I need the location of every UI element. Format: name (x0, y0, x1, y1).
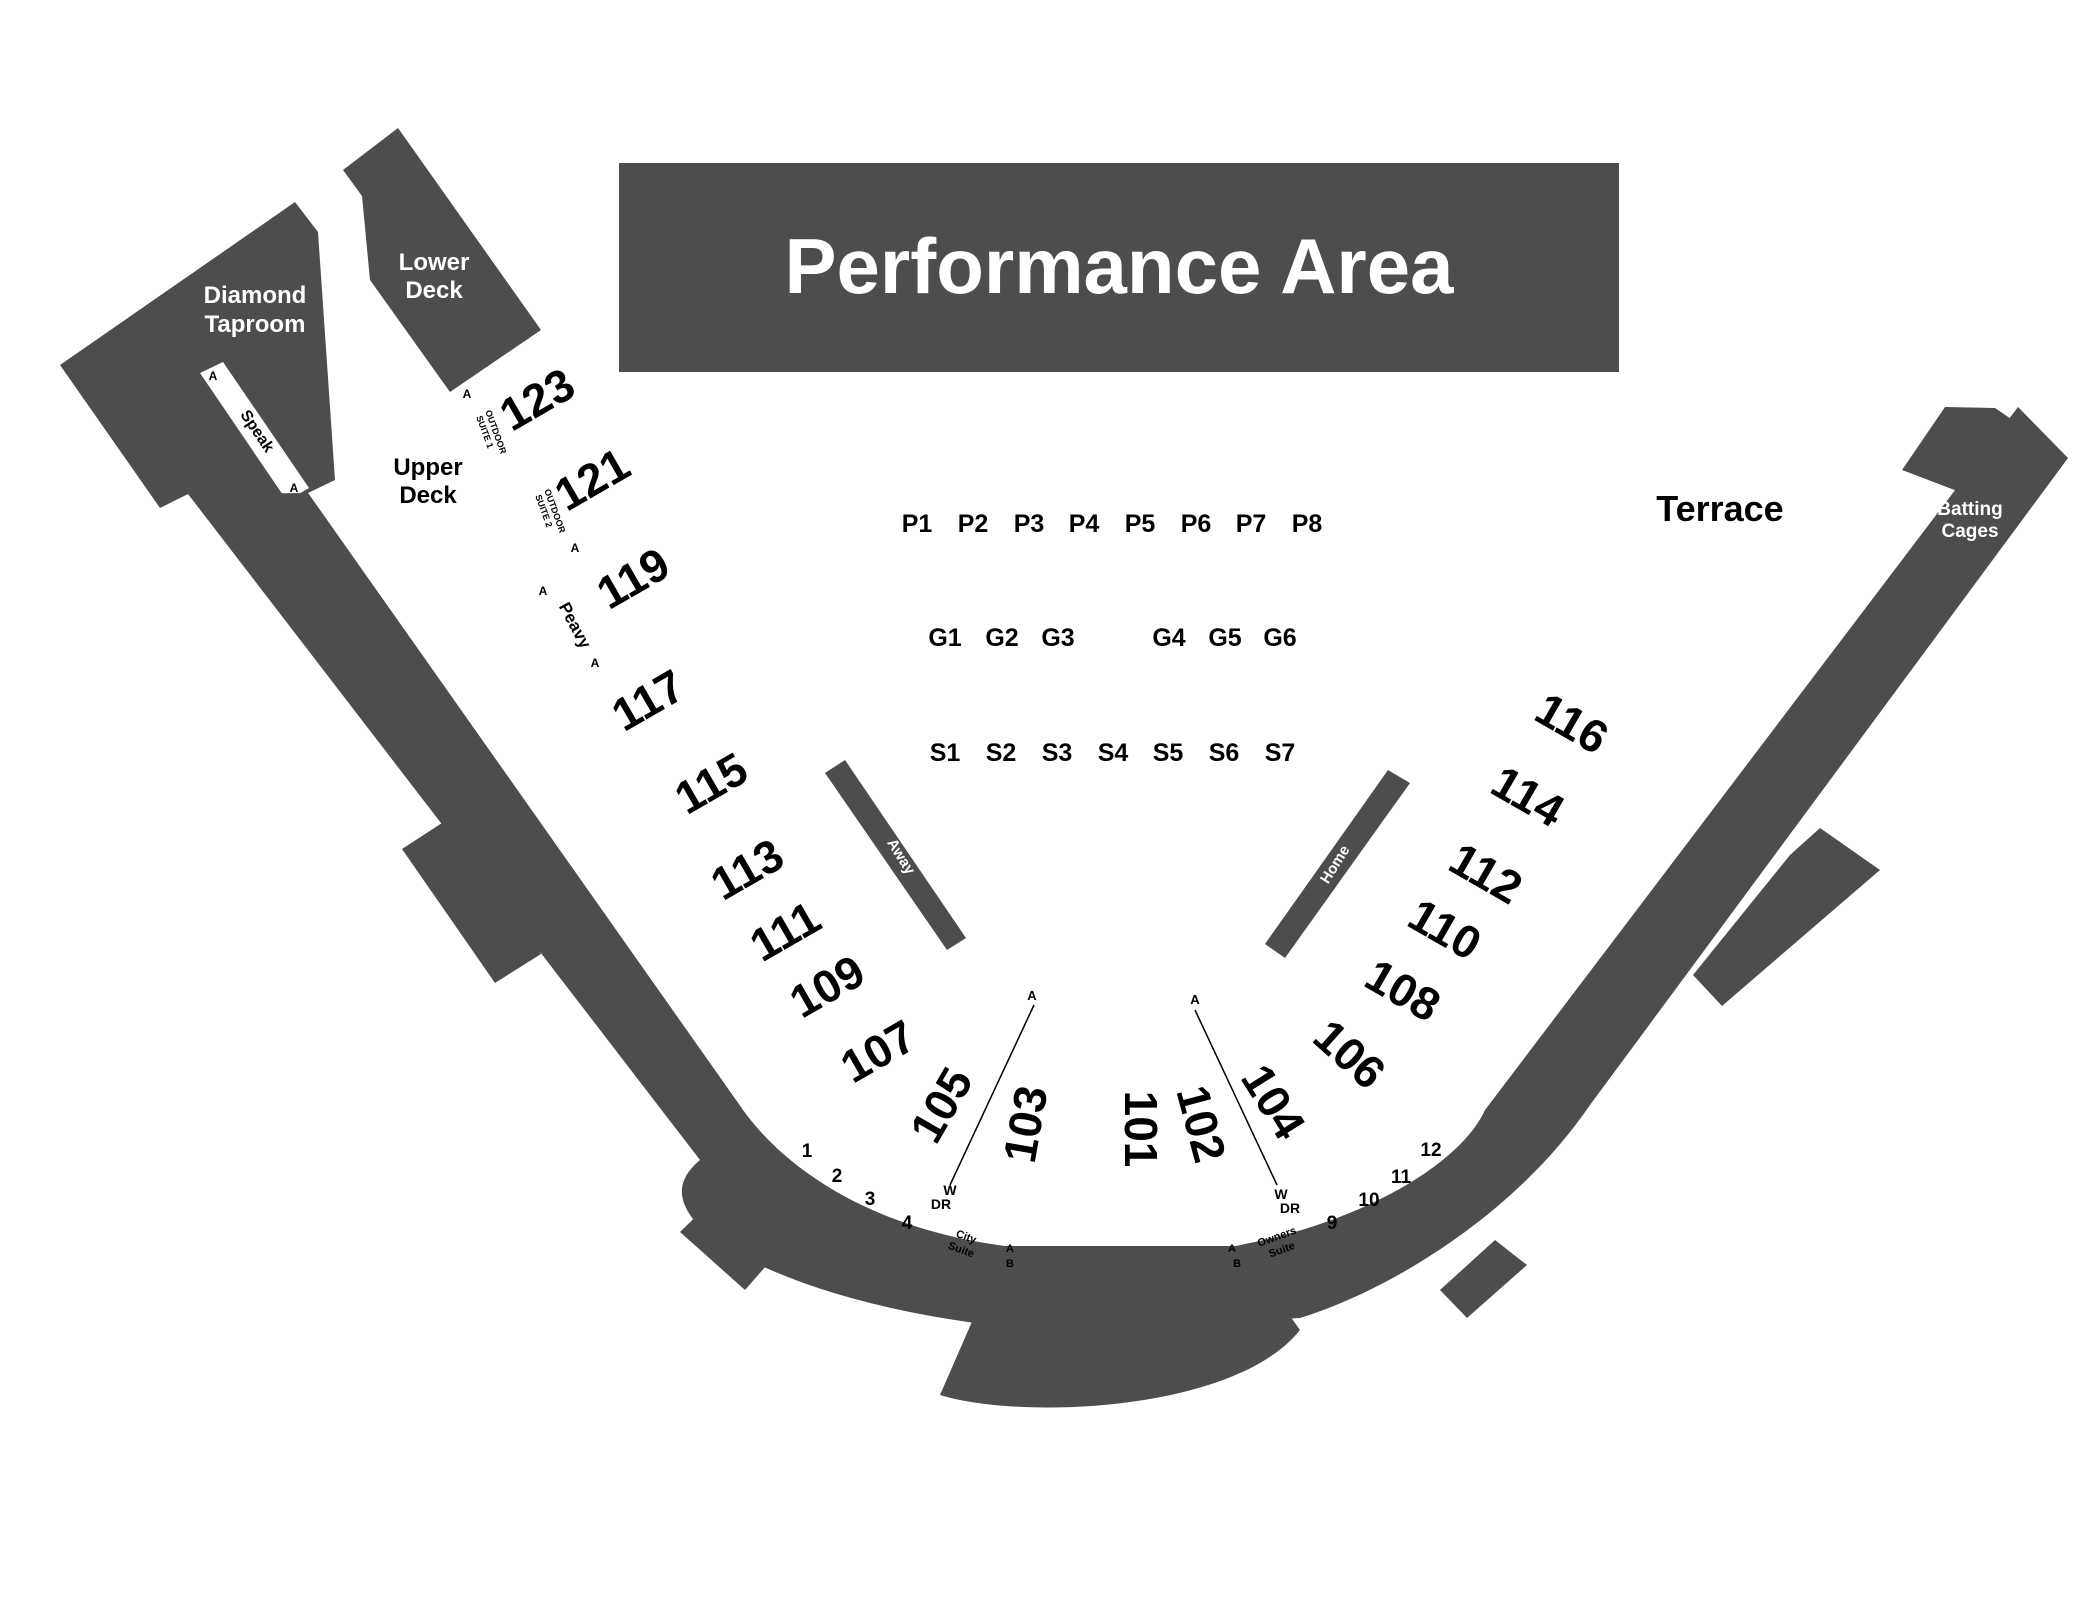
section-113[interactable]: 113 (702, 828, 792, 910)
seat-row-s6[interactable]: S6 (1209, 739, 1240, 767)
suites-right: 9 10 11 12 (1327, 1140, 1442, 1234)
right-buttress (1693, 828, 1880, 1006)
section-111[interactable]: 111 (741, 891, 829, 972)
seat-row-p6[interactable]: P6 (1181, 510, 1212, 538)
field-seating-s-row: S1 S2 S3 S4 S5 S6 S7 (930, 739, 1296, 767)
right-marker-w: W (1274, 1186, 1288, 1202)
performance-area-label: Performance Area (784, 222, 1454, 310)
lower-deck-label-line1: Lower (399, 249, 470, 276)
seat-row-p7[interactable]: P7 (1236, 510, 1267, 538)
outdoor-suite-1-marker-a: A (463, 387, 472, 401)
suite-3[interactable]: 3 (865, 1189, 876, 1210)
left-buttress (402, 808, 541, 983)
suite-1[interactable]: 1 (802, 1141, 813, 1162)
lower-deck-label-line2: Deck (405, 277, 463, 304)
left-marker-w: W (943, 1182, 957, 1198)
speak-marker-a-top: A (209, 369, 218, 383)
field-seating-p-row: P1 P2 P3 P4 P5 P6 P7 P8 (902, 510, 1323, 538)
section-114[interactable]: 114 (1483, 755, 1574, 837)
suite-10[interactable]: 10 (1358, 1190, 1379, 1211)
seat-row-g2[interactable]: G2 (985, 624, 1018, 652)
seat-row-s4[interactable]: S4 (1098, 739, 1129, 767)
away-dugout[interactable] (825, 760, 966, 950)
outdoor-suite-2-marker-a: A (571, 541, 580, 555)
section-104[interactable]: 104 (1231, 1055, 1316, 1148)
seat-row-p1[interactable]: P1 (902, 510, 933, 538)
right-bastion (1440, 1240, 1527, 1318)
seat-row-s5[interactable]: S5 (1153, 739, 1184, 767)
seat-row-g6[interactable]: G6 (1263, 624, 1296, 652)
right-marker-dr: DR (1280, 1200, 1300, 1216)
seat-row-p4[interactable]: P4 (1069, 510, 1100, 538)
section-109[interactable]: 109 (781, 944, 873, 1027)
section-103[interactable]: 103 (993, 1082, 1058, 1167)
seat-row-p5[interactable]: P5 (1125, 510, 1156, 538)
left-marker-dr: DR (931, 1196, 951, 1212)
suite-9[interactable]: 9 (1327, 1213, 1338, 1234)
speak-marker-a-bottom: A (290, 481, 299, 495)
batting-cages-label-line2: Cages (1941, 521, 1998, 542)
home-dugout[interactable] (1265, 770, 1410, 958)
seat-row-s1[interactable]: S1 (930, 739, 961, 767)
seat-row-g4[interactable]: G4 (1152, 624, 1185, 652)
lower-deck[interactable] (343, 128, 541, 392)
batting-cages[interactable] (1902, 407, 2068, 513)
diamond-taproom-label-line1: Diamond (204, 282, 307, 309)
section-123[interactable]: 123 (491, 357, 583, 440)
left-plaza-marker-b: B (1006, 1258, 1014, 1270)
seat-row-g1[interactable]: G1 (928, 624, 961, 652)
section-105[interactable]: 105 (899, 1059, 982, 1151)
section-106[interactable]: 106 (1304, 1009, 1396, 1099)
speak-area[interactable] (200, 362, 309, 501)
section-115[interactable]: 115 (666, 742, 756, 824)
main-concourse (188, 407, 2068, 1332)
seat-row-p2[interactable]: P2 (958, 510, 989, 538)
peavy-marker-a-bottom: A (591, 656, 600, 670)
aisle-line-right (1194, 1009, 1278, 1186)
left-plaza-marker-a: A (1006, 1243, 1014, 1255)
peavy-marker-a-top: A (539, 584, 548, 598)
upper-deck-label-line2: Deck (399, 482, 457, 509)
suite-11[interactable]: 11 (1391, 1167, 1412, 1188)
left-bastion (680, 1195, 780, 1290)
seat-row-p3[interactable]: P3 (1014, 510, 1045, 538)
suite-12[interactable]: 12 (1420, 1140, 1441, 1161)
right-plaza-marker-a: A (1228, 1243, 1236, 1255)
aisle-line-left (949, 1004, 1035, 1186)
seat-row-g5[interactable]: G5 (1208, 624, 1241, 652)
section-116[interactable]: 116 (1527, 682, 1617, 764)
peavy-label: Peavy (555, 599, 595, 652)
field-seating-g-row: G1 G2 G3 G4 G5 G6 (928, 624, 1296, 652)
seat-row-g3[interactable]: G3 (1041, 624, 1074, 652)
batting-cages-label-line1: Batting (1937, 499, 2002, 520)
section-101[interactable]: 101 (1115, 1091, 1167, 1168)
section-108[interactable]: 108 (1357, 948, 1449, 1031)
right-plaza-marker-b: B (1233, 1258, 1241, 1270)
seat-row-p8[interactable]: P8 (1292, 510, 1323, 538)
diamond-taproom-label-line2: Taproom (205, 311, 306, 338)
section-107[interactable]: 107 (832, 1009, 924, 1092)
section-119[interactable]: 119 (588, 537, 678, 619)
suites-left: 12 3 4 (802, 1141, 913, 1234)
terrace-label: Terrace (1656, 488, 1783, 529)
suite-2[interactable]: 2 (832, 1166, 843, 1187)
aisle-right-marker-a: A (1190, 992, 1200, 1007)
section-110[interactable]: 110 (1400, 888, 1490, 970)
seat-row-s2[interactable]: S2 (986, 739, 1017, 767)
upper-deck-label-line1: Upper (393, 454, 462, 481)
aisle-left-marker-a: A (1027, 988, 1037, 1003)
seat-row-s3[interactable]: S3 (1042, 739, 1073, 767)
section-117[interactable]: 117 (603, 659, 693, 741)
home-plate-plaza (940, 1246, 1300, 1408)
suite-4[interactable]: 4 (902, 1213, 913, 1234)
seat-row-s7[interactable]: S7 (1265, 739, 1296, 767)
section-102[interactable]: 102 (1166, 1080, 1236, 1168)
section-112[interactable]: 112 (1441, 832, 1531, 914)
performance-area[interactable] (619, 163, 1619, 372)
